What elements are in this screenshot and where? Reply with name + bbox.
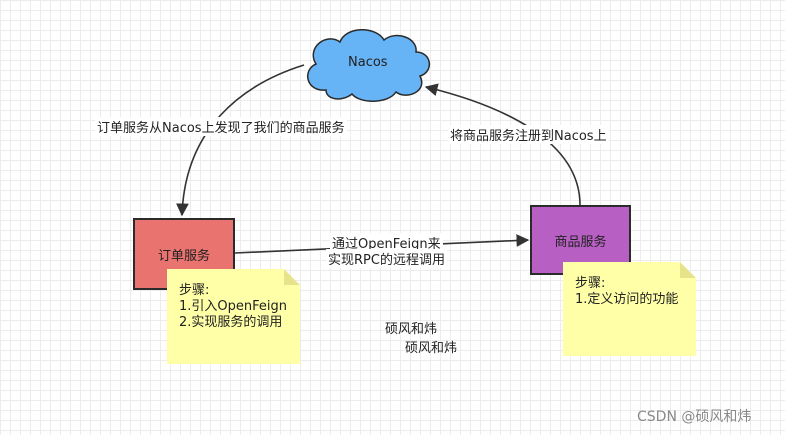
order-steps-note[interactable]: 步骤: 1.引入OpenFeign 2.实现服务的调用: [167, 269, 300, 364]
author-text-1: 硕风和炜: [385, 322, 438, 337]
order-note-step-1: 1.引入OpenFeign: [179, 299, 287, 314]
product-steps-note[interactable]: 步骤: 1.定义访问的功能: [563, 262, 696, 356]
order-note-step-2: 2.实现服务的调用: [179, 315, 283, 330]
discover-edge: [176, 64, 305, 217]
register-edge: [424, 83, 581, 206]
order-service-label: 订单服务: [157, 248, 210, 264]
author-text-2: 硕风和炜: [405, 341, 458, 356]
product-note-title: 步骤:: [575, 276, 606, 291]
product-note-step-1: 1.定义访问的功能: [575, 292, 679, 307]
discover-edge-label: 订单服务从Nacos上发现了我们的商品服务: [95, 117, 347, 136]
csdn-watermark: CSDN @硕风和炜: [637, 409, 752, 425]
nacos-cloud-shape[interactable]: [306, 29, 430, 102]
rpc-edge-label-line2: 实现RPC的远程调用: [326, 249, 447, 268]
nacos-label: Nacos: [348, 55, 388, 70]
product-service-label: 商品服务: [554, 234, 607, 250]
order-note-title: 步骤:: [179, 283, 210, 298]
register-edge-label: 将商品服务注册到Nacos上: [448, 125, 609, 144]
rpc-edge-label-line1: 通过OpenFeign来: [330, 233, 443, 252]
